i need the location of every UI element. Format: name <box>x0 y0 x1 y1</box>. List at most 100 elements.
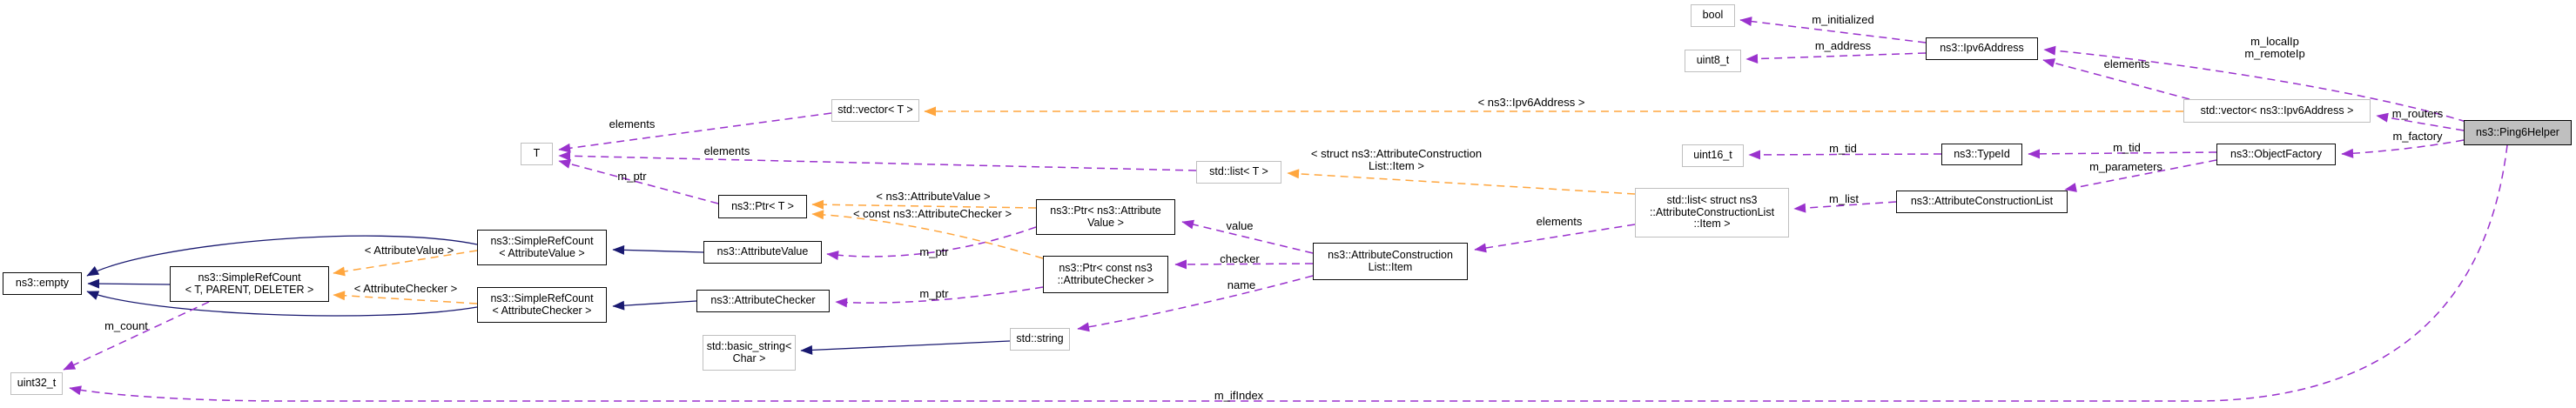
node-label-line: ns3::AttributeConstruction <box>1328 249 1453 261</box>
node-vector-ipv6address[interactable]: std::vector< ns3::Ipv6Address > <box>2183 99 2371 123</box>
edge-usage-m-ptr <box>558 159 719 204</box>
node-typeid[interactable]: ns3::TypeId <box>1941 144 2022 165</box>
node-label-line: Char > <box>732 351 766 365</box>
node-label-line: ::AttributeChecker > <box>1057 273 1154 286</box>
node-label-line: ns3::SimpleRefCount <box>198 271 301 284</box>
node-attributevalue[interactable]: ns3::AttributeValue <box>703 241 822 264</box>
edge-label-line: m_remoteIp <box>2244 47 2305 60</box>
node-list-struct-attributeconstructionlist-item[interactable]: std::list< struct ns3::AttributeConstruc… <box>1635 188 1789 237</box>
edge-usage-m-count <box>63 301 210 371</box>
edge-label: elements <box>2104 58 2150 70</box>
edge-label-line: m_list <box>1829 192 1859 205</box>
edge-label: m_parameters <box>2089 161 2162 173</box>
node-label-line: uint8_t <box>1696 54 1730 67</box>
node-label-line: ns3::ObjectFactory <box>2230 147 2322 160</box>
edge-label-line: < AttributeChecker > <box>353 282 458 295</box>
edge-label: m_ptr <box>617 171 646 183</box>
edge-template-attributechecker <box>333 291 478 304</box>
edge-usage-elements <box>558 150 1197 171</box>
node-label-line: uint16_t <box>1693 149 1732 162</box>
edge-label: elements <box>609 118 656 130</box>
node-simplerefcount-attributevalue[interactable]: ns3::SimpleRefCount< AttributeValue > <box>477 230 607 265</box>
edge-label: m_routers <box>2392 108 2444 120</box>
node-label-line: ns3::AttributeConstructionList <box>1910 195 2054 208</box>
edge-label: < const ns3::AttributeChecker > <box>853 208 1012 220</box>
edge-label: m_list <box>1829 193 1859 205</box>
edge-label: < ns3::Ipv6Address > <box>1478 97 1585 109</box>
edge-label: m_tid <box>1829 143 1857 155</box>
node-label-line: ::AttributeConstructionList <box>1649 205 1775 218</box>
edge-usage-m-tid <box>2028 149 2217 159</box>
node-attributeconstructionlist[interactable]: ns3::AttributeConstructionList <box>1896 191 2068 213</box>
node-uint8-t[interactable]: uint8_t <box>1685 50 1741 72</box>
node-t[interactable]: T <box>521 143 553 165</box>
node-label-line: ns3::Ping6Helper <box>2476 125 2559 138</box>
node-label-line: ns3::SimpleRefCount <box>490 235 594 247</box>
edge-label-line: List::Item > <box>1369 159 1424 172</box>
node-ptr-t[interactable]: ns3::Ptr< T > <box>718 195 807 218</box>
node-simplerefcount-attributechecker[interactable]: ns3::SimpleRefCount< AttributeChecker > <box>477 287 607 323</box>
edge-label-line: m_ptr <box>919 287 949 300</box>
edge-inherit <box>612 244 704 255</box>
edge-label-line: < ns3::AttributeValue > <box>876 190 991 203</box>
node-label-line: std::vector< T > <box>837 104 913 117</box>
node-ping6helper[interactable]: ns3::Ping6Helper <box>2464 120 2572 145</box>
edge-usage-m-ptr <box>826 226 1037 261</box>
edge-label-line: elements <box>609 117 656 130</box>
node-vector-t[interactable]: std::vector< T > <box>831 99 919 122</box>
edge-template-const-ns3-attributechecker <box>811 210 1044 259</box>
edge-label-line: < AttributeValue > <box>364 244 454 257</box>
node-label-line: uint32_t <box>17 377 57 390</box>
node-empty[interactable]: ns3::empty <box>3 272 82 295</box>
edge-label-line: m_initialized <box>1812 13 1874 26</box>
node-list-t[interactable]: std::list< T > <box>1196 161 1281 184</box>
edge-label-line: m_tid <box>2113 141 2141 154</box>
edge-label: name <box>1227 279 1256 291</box>
edge-label: m_factory <box>2392 130 2442 143</box>
node-attributechecker[interactable]: ns3::AttributeChecker <box>696 290 830 312</box>
edge-usage-elements <box>1474 224 1636 253</box>
edge-label: < AttributeValue > <box>365 244 454 257</box>
node-label-line: ns3::SimpleRefCount <box>490 292 594 304</box>
node-ipv6address[interactable]: ns3::Ipv6Address <box>1926 37 2038 60</box>
node-uint32-t[interactable]: uint32_t <box>10 372 63 395</box>
edge-label-line: m_ptr <box>617 170 647 183</box>
node-label-line: std::list< struct ns3 <box>1666 194 1758 207</box>
node-objectfactory[interactable]: ns3::ObjectFactory <box>2216 144 2336 165</box>
edge-usage-m-ptr <box>835 286 1044 308</box>
node-label-line: ns3::Ptr< const ns3 <box>1059 262 1153 274</box>
node-label-line: std::list< T > <box>1209 165 1268 178</box>
node-simplerefcount-t-parent-deleter[interactable]: ns3::SimpleRefCount< T, PARENT, DELETER … <box>170 266 329 302</box>
node-label-line: ::Item > <box>1693 217 1731 231</box>
edge-label-line: elements <box>1536 215 1583 228</box>
node-label-line: ns3::Ipv6Address <box>1940 42 2024 55</box>
node-basic-string-char[interactable]: std::basic_string<Char > <box>703 335 796 371</box>
edge-usage-m-parameters <box>2064 159 2217 192</box>
edge-label: < AttributeChecker > <box>354 283 458 295</box>
node-label-line: std::basic_string< <box>706 340 792 352</box>
node-ptr-const-attributechecker[interactable]: ns3::Ptr< const ns3::AttributeChecker > <box>1043 256 1168 293</box>
edge-usage-m-routers <box>2376 112 2465 131</box>
node-bool[interactable]: bool <box>1691 4 1735 27</box>
edge-label: value <box>1226 220 1253 232</box>
edge-usage-m-tid <box>1748 150 1942 160</box>
node-label-line: < AttributeValue > <box>499 246 585 259</box>
edge-label: elements <box>704 145 750 157</box>
node-std-string[interactable]: std::string <box>1010 328 1070 351</box>
edge-label-line: < struct ns3::AttributeConstruction <box>1310 147 1483 160</box>
edge-template-struct-ns3-attributeconstruction <box>1287 169 1636 195</box>
edge-usage-elements <box>2042 58 2190 100</box>
edge-label-line: m_localIp <box>2250 35 2299 48</box>
edge-label-line: < const ns3::AttributeChecker > <box>852 207 1012 220</box>
node-uint16-t[interactable]: uint16_t <box>1682 144 1744 167</box>
edge-label-line: m_address <box>1814 39 1872 52</box>
edge-usage-m-initialized <box>1739 17 1927 43</box>
edge-label-line: m_factory <box>2392 130 2443 143</box>
edge-inherit <box>612 300 697 311</box>
